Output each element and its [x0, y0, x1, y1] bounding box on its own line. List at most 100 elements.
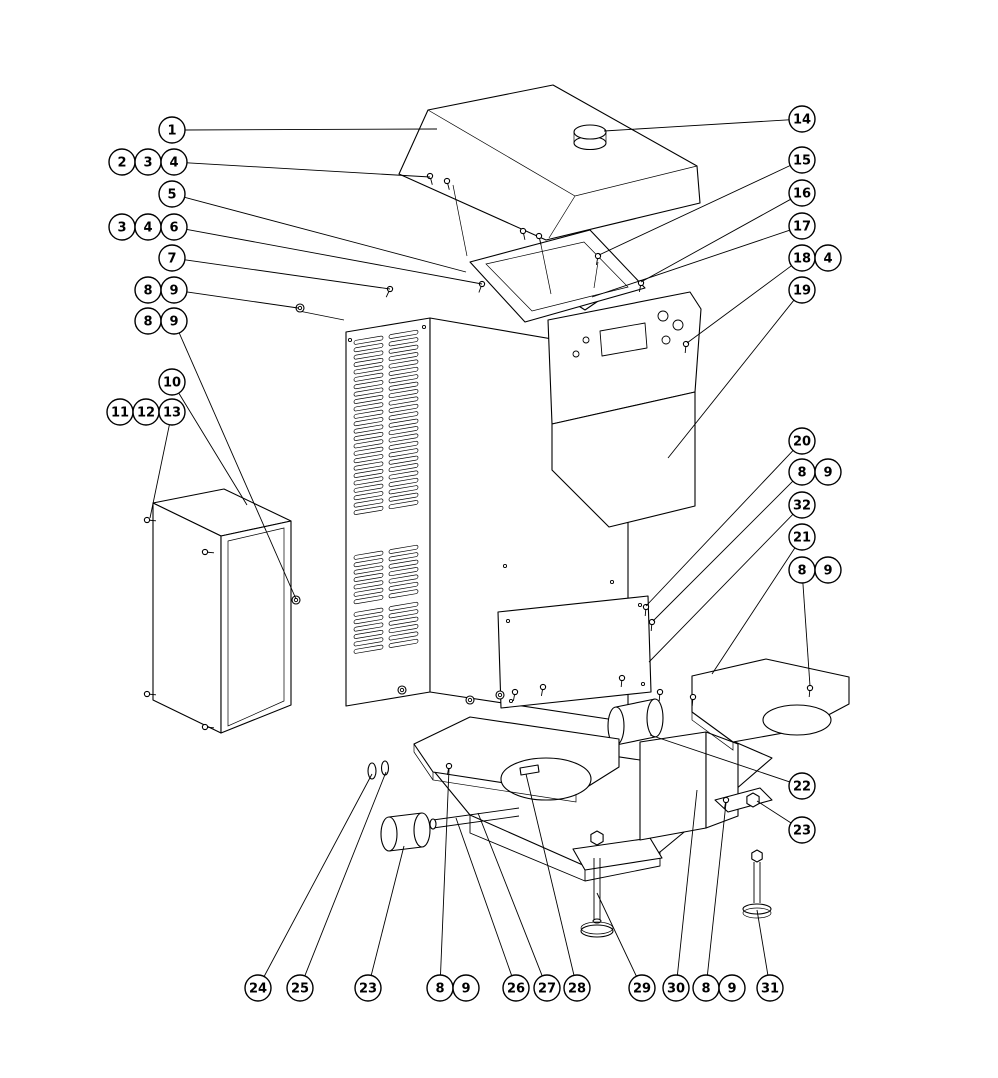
callout-23: 23: [354, 845, 405, 1002]
leader-line: [525, 773, 575, 976]
callout-8: 8: [788, 556, 816, 687]
vent-slot: [388, 601, 419, 611]
vent-slot: [388, 440, 419, 450]
vent-slot: [388, 624, 419, 634]
leader-line: [596, 892, 637, 977]
washer-25: [380, 760, 390, 776]
vent-slot: [388, 455, 419, 465]
leader-line: [591, 229, 790, 298]
vent-slot: [388, 374, 419, 384]
screw-head: [443, 177, 451, 185]
leader-line: [802, 582, 811, 687]
bezel-inner: [485, 241, 629, 312]
box-inner-edge: [227, 527, 285, 727]
head-side-cover: [551, 391, 696, 528]
screw-head: [689, 693, 697, 701]
vent-slot: [353, 350, 384, 360]
callout-4: 4: [134, 213, 162, 241]
balloon-number: 9: [727, 982, 736, 997]
screw-head: [201, 723, 209, 731]
balloon-circle: [160, 276, 188, 304]
hole-dot: [640, 681, 646, 687]
balloon-circle: [814, 458, 842, 486]
leader-line: [667, 299, 795, 459]
callout-8: 8: [426, 768, 454, 1002]
vent-slot: [353, 550, 384, 560]
vent-slot: [388, 463, 419, 473]
balloon-circle: [788, 146, 816, 174]
vent-slot: [388, 352, 419, 362]
balloon-number: 25: [291, 982, 309, 997]
callout-1: 1: [158, 116, 438, 144]
vent-slot: [353, 644, 384, 654]
vent-slot: [353, 343, 384, 353]
roller-left-end: [413, 812, 431, 848]
callout-32: 32: [648, 491, 816, 663]
center-foot-disc: [580, 924, 614, 938]
balloon-number: 29: [633, 982, 651, 997]
callout-19: 19: [667, 276, 816, 459]
balloon-circle: [788, 772, 816, 800]
leader-line: [149, 424, 170, 519]
box-front-face: [152, 502, 222, 734]
balloon-number: 4: [143, 221, 152, 236]
balloon-number: 23: [359, 982, 377, 997]
control-panel-face: [547, 291, 702, 425]
balloon-number: 5: [167, 188, 176, 203]
callout-21: 21: [711, 523, 816, 675]
vent-slot: [353, 468, 384, 478]
vent-slot: [388, 418, 419, 428]
hex-nut: [590, 830, 604, 846]
vent-slot: [388, 366, 419, 376]
callout-3: 3: [134, 148, 162, 176]
callout-16: 16: [640, 179, 816, 283]
vent-slot: [353, 622, 384, 632]
balloon-number: 9: [823, 564, 832, 579]
leader-line: [649, 734, 790, 783]
vent-slot: [388, 329, 419, 339]
balloon-number: 8: [143, 284, 152, 299]
base-assembly: [367, 658, 850, 938]
vent-slot: [388, 403, 419, 413]
callout-9: 9: [718, 974, 746, 1002]
balloon-number: 8: [143, 315, 152, 330]
roller-left: [380, 812, 431, 852]
vent-slot: [353, 580, 384, 590]
right-foot: [742, 862, 772, 919]
balloon-circle: [756, 974, 784, 1002]
vent-slot: [388, 389, 419, 399]
vent-slot: [353, 439, 384, 449]
vent-slot: [353, 483, 384, 493]
control-knob: [672, 319, 684, 331]
vent-slot: [388, 581, 419, 591]
balloon-number: 2: [117, 156, 126, 171]
callout-23: 23: [756, 800, 816, 844]
balloon-number: 27: [538, 982, 556, 997]
balloon-number: 16: [793, 187, 811, 202]
vent-slot: [388, 485, 419, 495]
balloon-circle: [662, 974, 690, 1002]
balloon-number: 28: [568, 982, 586, 997]
callout-27: 27: [477, 812, 561, 1002]
right-plate-notch: [762, 704, 832, 736]
balloon-number: 10: [163, 376, 181, 391]
balloon-number: 12: [137, 406, 155, 421]
vent-slot: [353, 387, 384, 397]
washer-hole: [399, 687, 405, 693]
vent-slot: [353, 402, 384, 412]
balloon-number: 7: [167, 252, 176, 267]
vent-slot: [353, 491, 384, 501]
ventilation-slots: [353, 329, 419, 654]
balloon-number: 4: [169, 156, 178, 171]
leader-line: [304, 771, 387, 977]
screw-head: [539, 683, 547, 691]
vent-slot: [353, 587, 384, 597]
leader-line: [652, 480, 794, 622]
leader-line: [440, 768, 450, 976]
leader-line: [186, 228, 483, 285]
callout-8: 8: [134, 276, 162, 304]
callout-20: 20: [645, 427, 816, 607]
balloon-number: 31: [761, 982, 779, 997]
